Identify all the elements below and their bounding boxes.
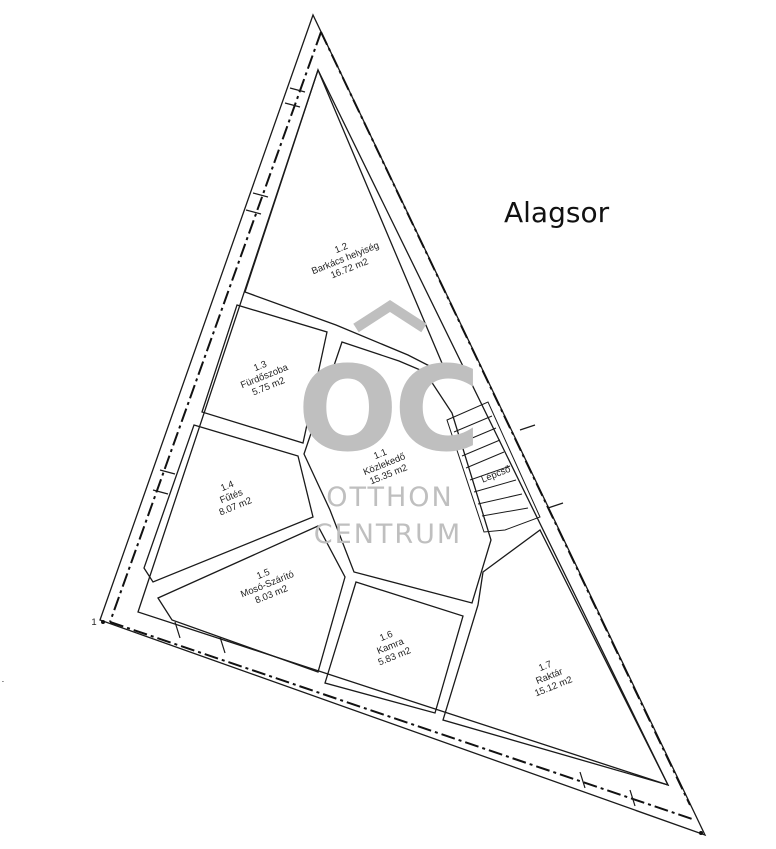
watermark-line1: OTTHON [326, 482, 454, 513]
watermark-oc: OC [298, 340, 477, 478]
property-line-bottom [109, 621, 696, 821]
room-1-7-label: 1.7 Raktár 15.12 m2 [533, 659, 574, 699]
floor-title: Alagsor [504, 196, 610, 229]
outer-wall-inner [137, 68, 670, 787]
room-1-5-label: 1.5 Mosó-Szárító 8.03 m2 [239, 567, 296, 607]
interior-walls [143, 68, 670, 787]
watermark-logo: OC OTTHON CENTRUM [298, 300, 480, 550]
corner-point [101, 620, 105, 624]
property-line-right [320, 31, 691, 806]
room-number: 1.1 [372, 447, 388, 462]
corner-point [699, 831, 703, 835]
staircase [446, 401, 541, 533]
room-number: 1.3 [252, 359, 268, 374]
room-1-1-label: 1.1 Közlekedő 15.35 m2 [362, 447, 409, 487]
corner-mark: 1 [91, 617, 96, 628]
corner-mark-left: · [1, 676, 4, 687]
room-1-6-label: 1.6 Kamra 5.83 m2 [375, 629, 412, 669]
house-roof-icon [353, 300, 427, 333]
room-number: 1.6 [378, 629, 394, 644]
room-1-4-label: 1.4 Fűtés 8.07 m2 [218, 479, 254, 519]
room-number: 1.4 [219, 479, 235, 494]
wall-ticks [152, 87, 636, 807]
watermark-line2: CENTRUM [314, 519, 462, 550]
room-1-3-label: 1.3 Fürdőszoba 5.75 m2 [239, 359, 290, 399]
room-number: 1.2 [333, 241, 349, 256]
room-number: 1.7 [537, 659, 553, 674]
room-number: 1.5 [255, 567, 271, 582]
property-line-left [109, 31, 322, 623]
room-1-2-label: 1.2 Barkács helyiség 16.72 m2 [310, 240, 381, 281]
